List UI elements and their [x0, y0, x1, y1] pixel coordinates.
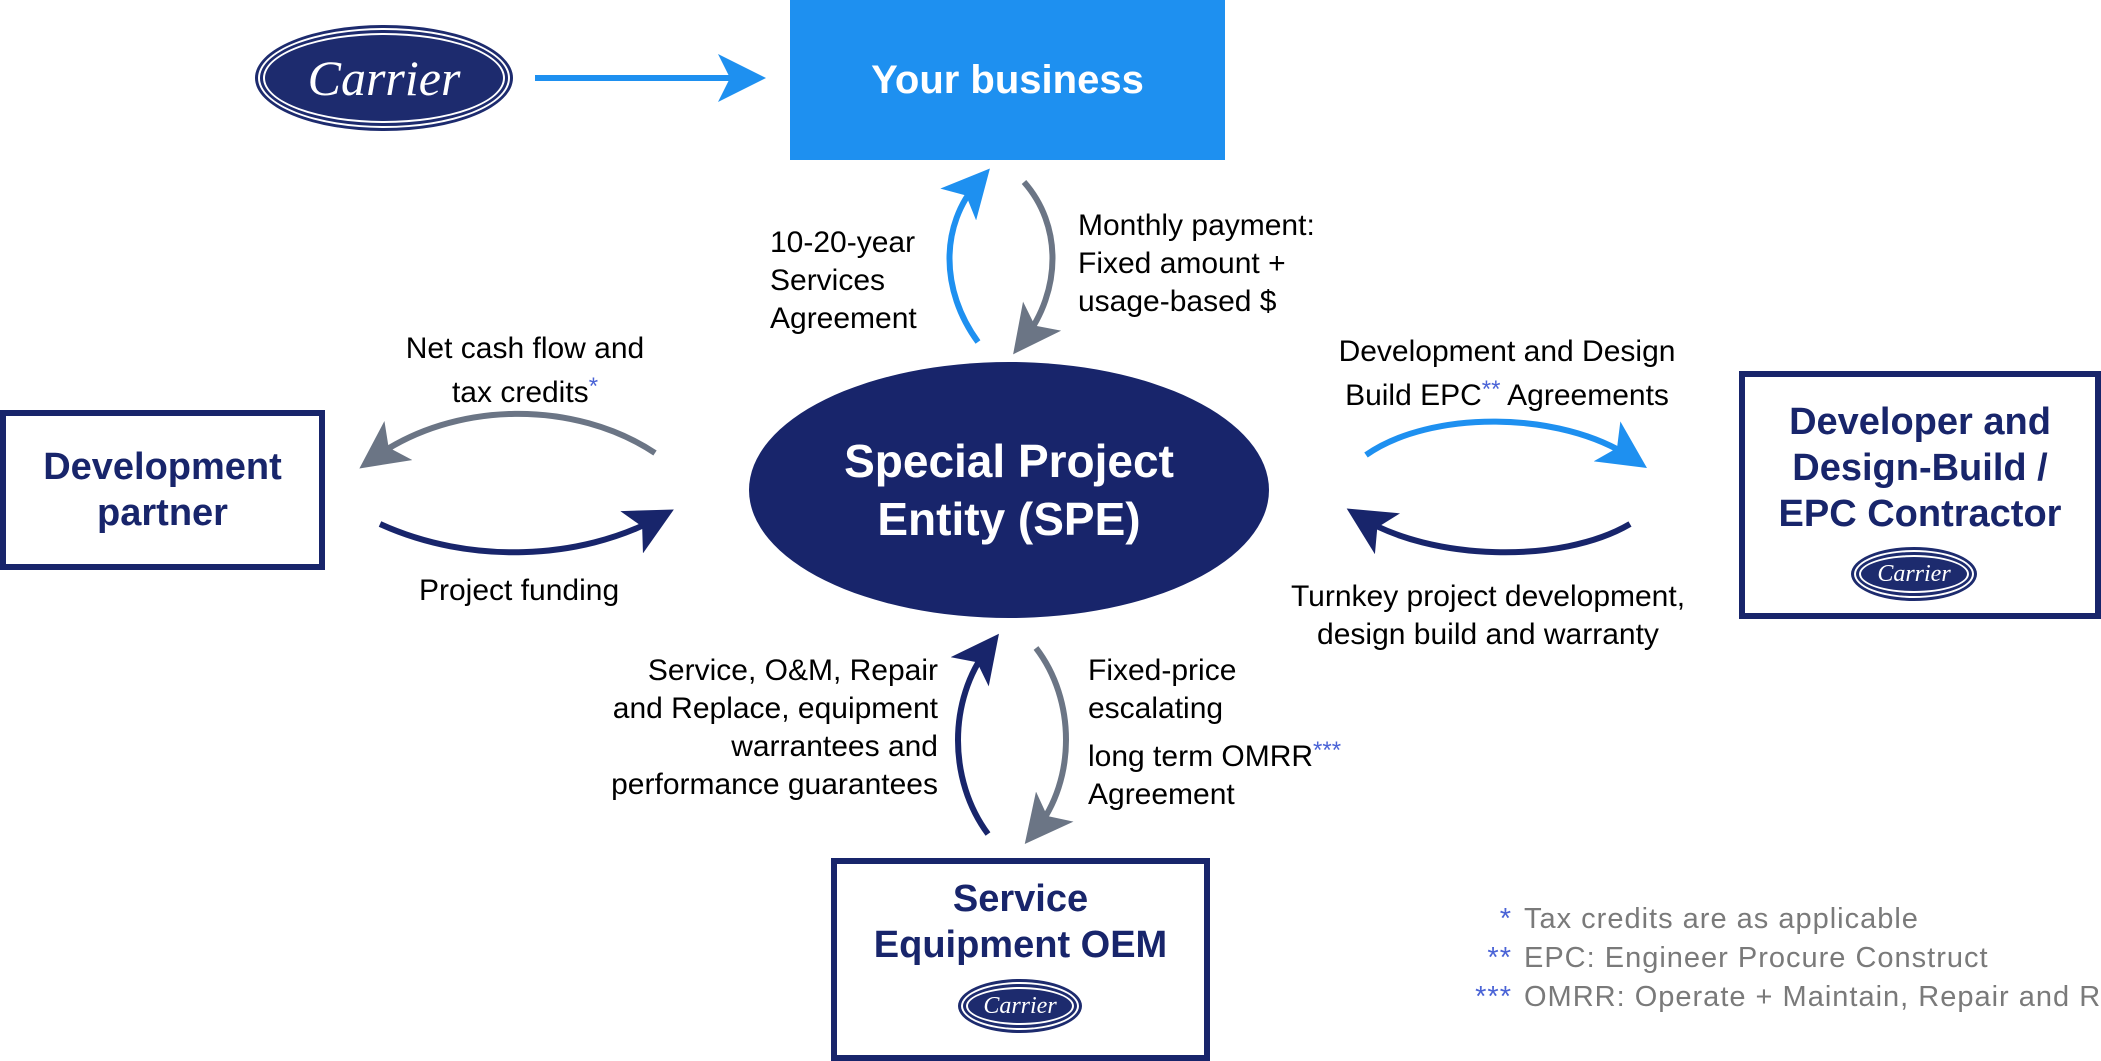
node-developer: Developer and Design-Build / EPC Contrac… — [1739, 371, 2101, 619]
footnotes: * Tax credits are as applicable ** EPC: En… — [1450, 900, 2101, 1017]
label-project-funding-text: Project funding — [419, 574, 620, 607]
footnote-mark-double: ** — [1481, 376, 1501, 403]
label-turnkey: Turnkey project development, design buil… — [1278, 578, 1698, 654]
node-service-oem-line-1: Service — [952, 878, 1089, 920]
label-turnkey-line-2: design build and warranty — [1317, 618, 1659, 651]
node-your-business: Your business — [790, 0, 1225, 160]
arrow-developer-to-spe — [1346, 508, 1632, 556]
footnote-mark-single: * — [588, 373, 599, 400]
node-development-partner: Development partner — [0, 410, 325, 570]
footnote-1: * Tax credits are as applicable — [1450, 900, 2101, 939]
node-development-partner-line-2: partner — [97, 492, 228, 534]
arrow-oem-to-spe — [950, 633, 999, 836]
footnote-2-text: EPC: Engineer Procure Construct — [1524, 942, 1989, 974]
label-fixed-price-line-4: Agreement — [1088, 778, 1235, 811]
developer-carrier-logo-icon: Carrier — [1851, 547, 1977, 601]
carrier-logo-text: Carrier — [307, 50, 461, 106]
footnote-3: *** OMRR: Operate + Maintain, Repair and … — [1450, 978, 2101, 1017]
label-monthly-payment-line-3: usage-based $ — [1078, 285, 1277, 318]
label-dev-design-line-1: Development and Design — [1338, 335, 1676, 368]
footnote-3-mark: *** — [1475, 981, 1512, 1013]
arrow-dev-partner-to-spe — [378, 509, 674, 556]
node-spe: Special Project Entity (SPE) — [749, 362, 1269, 618]
node-spe-line-2: Entity (SPE) — [877, 493, 1141, 545]
label-fixed-price-text: long term OMRR — [1088, 740, 1314, 773]
label-turnkey-line-1: Turnkey project development, — [1290, 580, 1686, 613]
arrow-spe-to-developer — [1364, 418, 1647, 468]
node-service-oem-line-2: Equipment OEM — [873, 924, 1168, 966]
node-developer-line-3: EPC Contractor — [1778, 493, 2062, 535]
label-fixed-price-line-1: Fixed-price — [1088, 654, 1237, 687]
node-developer-line-2: Design-Build / — [1792, 447, 2048, 489]
node-developer-line-1: Developer and — [1789, 401, 2051, 443]
label-net-cash-flow-line-2: tax credits* — [360, 368, 690, 412]
node-spe-line-1: Special Project — [844, 435, 1174, 487]
footnote-1-text: Tax credits are as applicable — [1524, 903, 1919, 935]
node-your-business-label: Your business — [871, 57, 1144, 102]
label-dev-design-text: Build EPC — [1345, 379, 1482, 412]
label-net-cash-flow: Net cash flow and tax credits* — [360, 330, 690, 412]
label-service-om-line-2: and Replace, equipment — [612, 692, 938, 725]
oem-carrier-logo-icon: Carrier — [958, 979, 1082, 1033]
label-services-agreement: 10-20-year Services Agreement — [770, 224, 917, 338]
label-fixed-price-line-2: escalating — [1088, 692, 1224, 725]
carrier-logo-icon: Carrier — [255, 25, 513, 131]
label-fixed-price-line-3: long term OMRR*** — [1088, 732, 1341, 776]
label-net-cash-flow-text: tax credits — [451, 376, 589, 409]
developer-carrier-logo-text: Carrier — [1877, 560, 1951, 587]
label-service-om-line-1: Service, O&M, Repair — [647, 654, 938, 687]
label-services-agreement-line-3: Agreement — [770, 302, 917, 335]
label-dev-design-tail: Agreements — [1500, 379, 1669, 412]
arrow-spe-to-dev-partner — [359, 410, 657, 469]
label-monthly-payment: Monthly payment: Fixed amount + usage-ba… — [1078, 207, 1315, 321]
label-dev-design: Development and Design Build EPC** Agree… — [1322, 333, 1692, 415]
oem-carrier-logo-text: Carrier — [983, 992, 1057, 1019]
node-development-partner-line-1: Development — [43, 446, 282, 488]
label-service-om-line-4: performance guarantees — [611, 768, 938, 801]
label-services-agreement-line-2: Services — [770, 264, 886, 297]
label-service-om: Service, O&M, Repair and Replace, equipm… — [560, 652, 938, 804]
footnote-2: ** EPC: Engineer Procure Construct — [1450, 939, 2101, 978]
label-dev-design-line-2: Build EPC** Agreements — [1322, 371, 1692, 415]
arrow-spe-to-oem — [1024, 646, 1074, 845]
arrow-spe-to-business — [940, 168, 990, 344]
label-service-om-line-3: warrantees and — [731, 730, 938, 763]
footnote-2-mark: ** — [1487, 942, 1512, 974]
footnote-1-mark: * — [1499, 903, 1512, 935]
arrow-business-to-spe — [1013, 180, 1062, 355]
label-project-funding: Project funding — [419, 572, 619, 610]
label-services-agreement-line-1: 10-20-year — [770, 226, 916, 259]
footnote-mark-triple: *** — [1313, 737, 1342, 764]
label-fixed-price: Fixed-price escalating long term OMRR***… — [1088, 652, 1341, 814]
footnote-3-text: OMRR: Operate + Maintain, Repair and Rep… — [1524, 981, 2101, 1013]
label-net-cash-flow-line-1: Net cash flow and — [405, 332, 645, 365]
label-monthly-payment-line-1: Monthly payment: — [1078, 209, 1315, 242]
label-monthly-payment-line-2: Fixed amount + — [1078, 247, 1286, 280]
